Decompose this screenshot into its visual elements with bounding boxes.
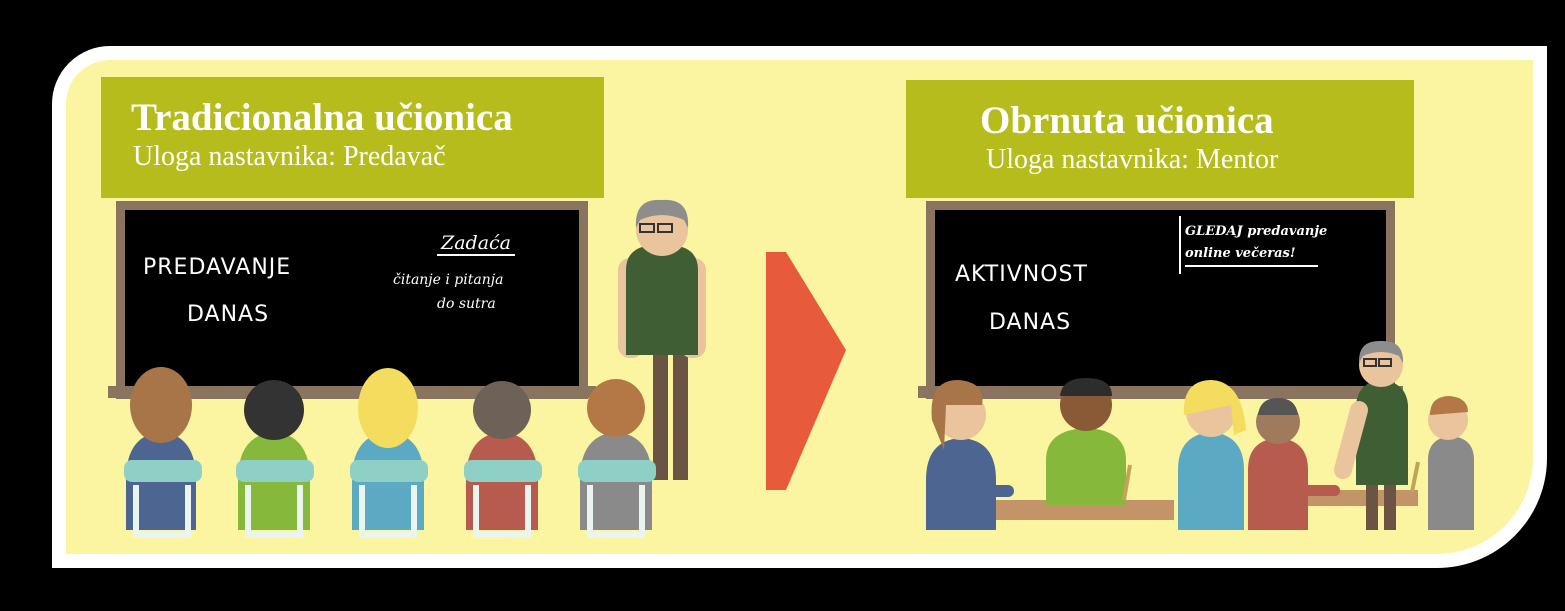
traditional-teacher-role: Uloga nastavnika: Predavač	[133, 141, 446, 172]
traditional-board-ledge	[108, 386, 596, 398]
watch-note-line2: online večeras!	[1185, 246, 1318, 267]
group-table	[994, 500, 1174, 520]
traditional-student-1	[124, 367, 202, 538]
traditional-title-box: Tradicionalna učionica Uloga nastavnika:…	[101, 77, 604, 198]
homework-note-title: Zadaća	[437, 232, 515, 256]
traditional-student-3	[350, 368, 428, 538]
flipped-student-4	[1248, 398, 1340, 530]
watch-note-line1: GLEDAJ predavanje	[1185, 224, 1328, 239]
board-text-today-flipped: DANAS	[989, 310, 1072, 335]
traditional-student-5	[578, 379, 656, 538]
flipped-title: Obrnuta učionica	[980, 99, 1274, 142]
homework-note-line1: čitanje i pitanja	[393, 272, 504, 288]
mentor-teacher	[1333, 340, 1408, 530]
flipped-student-3	[1178, 380, 1246, 530]
board-text-activity: AKTIVNOST	[955, 262, 1088, 287]
traditional-student-4	[464, 381, 542, 538]
classroom-illustration	[124, 199, 1474, 538]
traditional-student-2	[236, 380, 314, 538]
comparison-banner: Tradicionalna učionica Uloga nastavnika:…	[52, 46, 1547, 568]
flipped-board-ledge	[918, 386, 1403, 398]
flipped-title-box: Obrnuta učionica Uloga nastavnika: Mento…	[906, 80, 1414, 198]
flipped-student-1	[926, 380, 1014, 530]
traditional-teacher	[618, 199, 706, 480]
watch-note-divider	[1179, 216, 1181, 274]
board-text-today: DANAS	[187, 302, 270, 327]
flipped-student-5	[1410, 396, 1474, 530]
board-text-lecture: PREDAVANJE	[143, 255, 292, 280]
flipped-student-2	[1046, 378, 1132, 505]
flipped-teacher-role: Uloga nastavnika: Mentor	[986, 144, 1279, 175]
homework-note-line2: do sutra	[437, 296, 496, 312]
traditional-title: Tradicionalna učionica	[131, 96, 513, 139]
arrow-icon	[766, 252, 846, 490]
